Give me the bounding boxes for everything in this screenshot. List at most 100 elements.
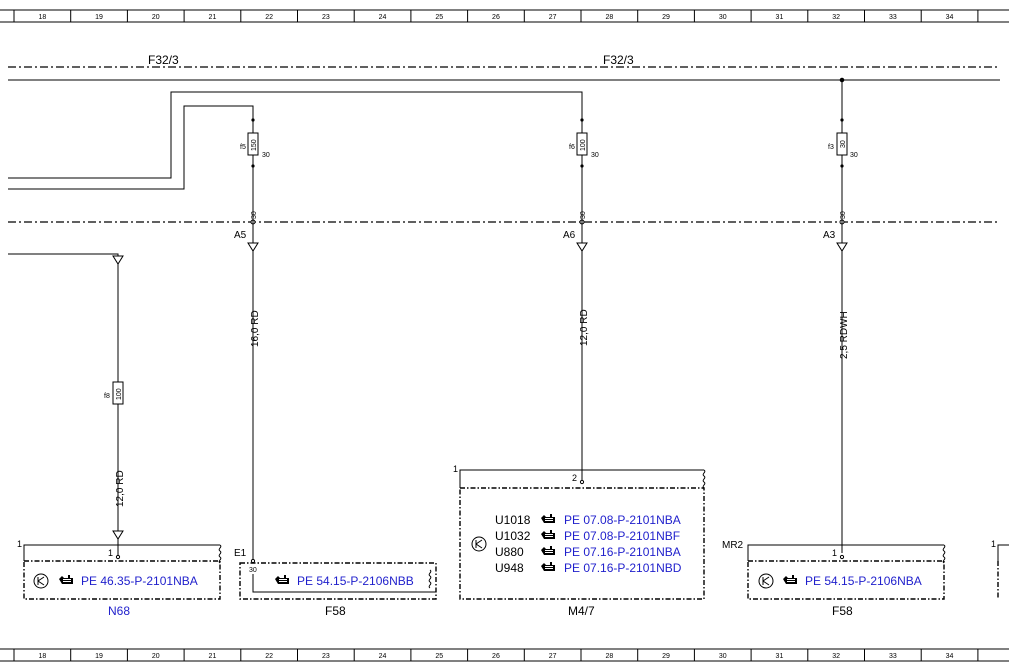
m47-name: M4/7 [568,604,595,618]
mr2-label: MR2 [722,540,744,551]
bus-label-left: F32/3 [148,53,179,67]
m47-ref-link-3[interactable]: PE 07.16-P-2101NBA [564,545,681,559]
bottom-ruler-column-number: 28 [605,653,613,660]
ground-symbol-icon [33,573,49,589]
f58-right-name: F58 [832,604,853,618]
bottom-ruler-column-number: 23 [322,653,330,660]
bottom-ruler-column-number: 19 [95,653,103,660]
wire-label-4: 12,0 RD [115,470,126,507]
ground-symbol-icon [471,536,487,552]
top-ruler-column-number: 31 [776,14,784,21]
bottom-ruler-column-number: 24 [379,653,387,660]
vertical-wires [117,168,843,560]
bottom-ruler-column-number: 34 [946,653,954,660]
n68-corner: 1 [17,539,22,549]
component-partial-right: 1 [991,539,1009,599]
bottom-ruler-column-number: 26 [492,653,500,660]
fuse-f5-rating: 30 [262,152,270,159]
wire-label-1: 16,0 RD [250,310,261,347]
e1-pin: 30 [249,567,257,574]
pointing-hand-icon [541,530,555,539]
bottom-ruler-column-number: 22 [265,653,273,660]
connector-a6-label: A6 [563,230,576,241]
m47-ref-link-4[interactable]: PE 07.16-P-2101NBD [564,561,682,575]
top-ruler-column-number: 19 [95,14,103,21]
top-ruler-column-number: 28 [605,14,613,21]
wire-label-2: 12,0 RD [579,309,590,346]
pointing-hand-icon [541,514,555,523]
e1-label: E1 [234,548,247,559]
top-ruler-column-number: 20 [152,14,160,21]
m47-pin: 2 [572,473,577,483]
fuse-f6: f6 100 30 [569,118,599,168]
top-ruler-column-number: 21 [209,14,217,21]
fuse-f3-id: f3 [828,144,834,151]
bottom-ruler-column-number: 33 [889,653,897,660]
top-ruler-column-number: 24 [379,14,387,21]
f58-right-ref-link[interactable]: PE 54.15-P-2106NBA [805,574,922,588]
m47-ref-link-2[interactable]: PE 07.08-P-2101NBF [564,529,680,543]
fuse-f8-id: f8 [104,393,110,400]
n68-name[interactable]: N68 [108,604,130,618]
m47-ref-link-1[interactable]: PE 07.08-P-2101NBA [564,513,681,527]
connector-a6: 30 A6 [563,211,588,252]
pointing-hand-icon [275,575,289,584]
connector-a5-label: A5 [234,230,247,241]
connector-a5-num: 30 [251,211,258,219]
fuse-f5: f5 150 30 [240,118,270,168]
fuse-f8-value: 100 [116,388,123,400]
m47-code-3: U880 [495,545,524,559]
wire-label-3: 2,5 RDWH [839,311,850,359]
fuse-f8: f8 100 [104,381,124,405]
right-edge-corner: 1 [991,539,996,549]
top-ruler-column-number: 34 [946,14,954,21]
m47-corner: 1 [453,464,458,474]
fuse-f6-id: f6 [569,144,575,151]
component-f58-right: MR2 1 PE 54.15-P-2106NBA F58 [722,540,946,618]
connector-a6-num: 30 [580,211,587,219]
top-ruler-column-number: 18 [38,14,46,21]
bottom-ruler-column-number: 20 [152,653,160,660]
fuse-f3: f3 30 30 [828,118,858,168]
bottom-ruler-column-number: 18 [38,653,46,660]
component-m47: 1 2 U1018 PE 07.08-P-2101NBA U1032 PE 07… [453,464,706,618]
n68-ref-link[interactable]: PE 46.35-P-2101NBA [81,574,198,588]
pointing-hand-icon [541,562,555,571]
bottom-ruler-column-number: 27 [549,653,557,660]
f58-right-pin: 1 [832,548,837,558]
pointing-hand-icon [541,546,555,555]
fuse-f5-value: 150 [251,139,258,151]
bottom-ruler-column-number: 31 [776,653,784,660]
n68-pin: 1 [108,548,113,558]
fuse-f3-rating: 30 [850,152,858,159]
connector-a3: 30 A3 [823,211,848,252]
ground-symbol-icon [758,573,774,589]
component-f58-left: E1 30 PE 54.15-P-2106NBB F58 [234,548,437,618]
pointing-hand-icon [783,575,797,584]
connector-a3-label: A3 [823,230,836,241]
top-ruler-column-number: 25 [435,14,443,21]
f58-left-ref-link[interactable]: PE 54.15-P-2106NBB [297,574,414,588]
top-ruler-column-number: 23 [322,14,330,21]
top-ruler-column-number: 29 [662,14,670,21]
bottom-ruler-column-number: 32 [832,653,840,660]
f58-left-name: F58 [325,604,346,618]
pointing-hand-icon [59,575,73,584]
bottom-ruler-column-number: 21 [209,653,217,660]
fuse-f6-value: 100 [580,139,587,151]
fuse-f6-rating: 30 [591,152,599,159]
m47-code-4: U948 [495,561,524,575]
bottom-ruler-column-number: 29 [662,653,670,660]
m47-code-2: U1032 [495,529,531,543]
bottom-ruler-column-number: 25 [435,653,443,660]
top-ruler-column-number: 27 [549,14,557,21]
top-ruler-column-number: 33 [889,14,897,21]
m47-code-1: U1018 [495,513,531,527]
top-ruler-column-number: 26 [492,14,500,21]
top-ruler-column-number: 22 [265,14,273,21]
top-ruler-column-number: 32 [832,14,840,21]
component-n68: 1 1 PE 46.35-P-2101NBA N68 [17,530,222,618]
